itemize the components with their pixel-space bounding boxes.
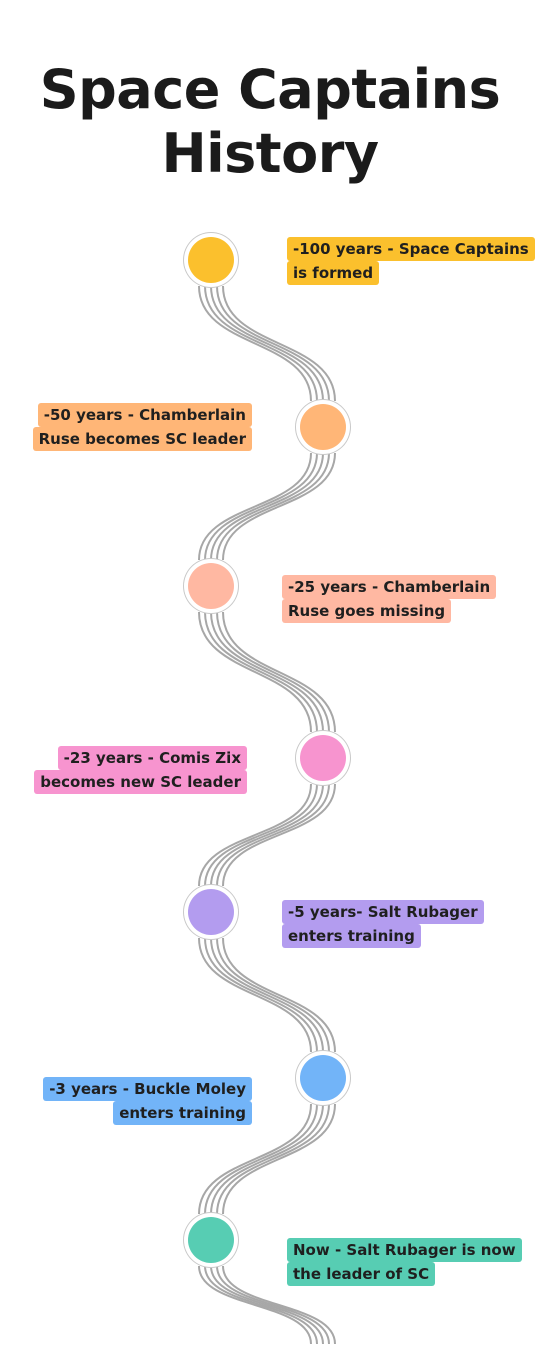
event-label-2: -50 years - Chamberlain Ruse becomes SC … xyxy=(32,403,252,451)
event-3-line-2: Ruse goes missing xyxy=(282,599,452,623)
path-line xyxy=(198,611,312,733)
timeline-node-2 xyxy=(300,404,346,450)
event-label-1: -100 years - Space Captains is formed xyxy=(287,237,535,285)
path-line xyxy=(216,1103,330,1215)
event-label-3: -25 years - Chamberlain Ruse goes missin… xyxy=(282,575,497,623)
path-line xyxy=(198,452,312,561)
path-line xyxy=(222,937,336,1053)
timeline-node-3 xyxy=(188,563,234,609)
event-4-line-1: -23 years - Comis Zix xyxy=(57,746,247,770)
path-line xyxy=(222,285,336,402)
path-line xyxy=(216,937,330,1053)
event-label-4: -23 years - Comis Zix becomes new SC lea… xyxy=(34,746,247,794)
path-line xyxy=(198,783,312,887)
event-1-line-1: -100 years - Space Captains xyxy=(287,237,535,261)
path-line xyxy=(216,285,330,402)
path-line xyxy=(210,1103,324,1215)
timeline-node-5 xyxy=(188,889,234,935)
path-line xyxy=(204,452,318,561)
path-line xyxy=(210,783,324,887)
event-2-line-1: -50 years - Chamberlain xyxy=(37,403,252,427)
path-line xyxy=(210,937,324,1053)
event-label-5: -5 years- Salt Rubager enters training xyxy=(282,900,484,948)
path-line xyxy=(204,783,318,887)
path-line xyxy=(222,1265,336,1345)
path-line xyxy=(210,285,324,402)
event-2-line-2: Ruse becomes SC leader xyxy=(32,427,252,451)
path-line xyxy=(222,452,336,561)
event-5-line-2: enters training xyxy=(282,924,421,948)
event-3-line-1: -25 years - Chamberlain xyxy=(282,575,497,599)
event-5-line-1: -5 years- Salt Rubager xyxy=(282,900,484,924)
path-line xyxy=(198,1265,312,1345)
event-6-line-1: -3 years - Buckle Moley xyxy=(43,1077,252,1101)
event-4-line-2: becomes new SC leader xyxy=(34,770,247,794)
path-line xyxy=(204,1103,318,1215)
event-7-line-2: the leader of SC xyxy=(287,1262,436,1286)
path-line xyxy=(204,937,318,1053)
path-line xyxy=(204,611,318,733)
path-line xyxy=(210,452,324,561)
path-line xyxy=(198,1103,312,1215)
path-line xyxy=(198,937,312,1053)
event-6-line-2: enters training xyxy=(113,1101,252,1125)
timeline-node-6 xyxy=(300,1055,346,1101)
event-7-line-1: Now - Salt Rubager is now xyxy=(287,1238,522,1262)
event-label-6: -3 years - Buckle Moley enters training xyxy=(43,1077,252,1125)
path-line xyxy=(198,285,312,402)
path-line xyxy=(210,611,324,733)
path-line xyxy=(216,783,330,887)
path-line xyxy=(222,611,336,733)
event-1-line-2: is formed xyxy=(287,261,380,285)
timeline-node-1 xyxy=(188,237,234,283)
timeline-node-4 xyxy=(300,735,346,781)
title-line-1: Space Captains xyxy=(39,58,501,121)
path-line xyxy=(216,1265,330,1345)
title-line-2: History xyxy=(161,122,379,185)
timeline-node-7 xyxy=(188,1217,234,1263)
path-line xyxy=(204,1265,318,1345)
page-title: Space Captains History xyxy=(0,58,540,186)
path-line xyxy=(216,452,330,561)
path-line xyxy=(222,1103,336,1215)
event-label-7: Now - Salt Rubager is now the leader of … xyxy=(287,1238,522,1286)
path-line xyxy=(210,1265,324,1345)
path-line xyxy=(216,611,330,733)
path-line xyxy=(204,285,318,402)
path-line xyxy=(222,783,336,887)
